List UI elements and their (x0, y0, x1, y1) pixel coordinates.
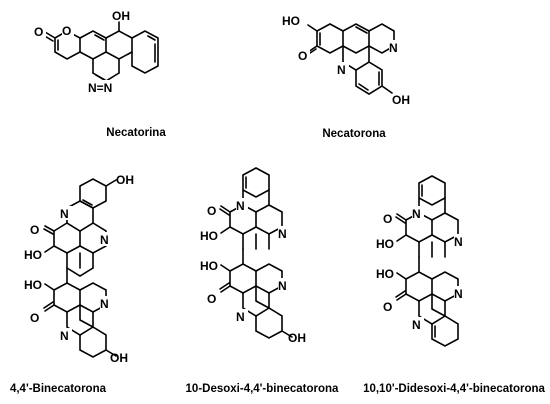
structure-desoxi (219, 167, 293, 339)
atom-n: N (100, 297, 109, 311)
atom-ho: HO (200, 229, 218, 243)
caption-desoxi: 10-Desoxi-4,4'-binecatorona (186, 383, 340, 395)
atom-ho: HO (24, 248, 42, 262)
atom-n: N (60, 329, 69, 343)
atom-n: N (60, 207, 69, 221)
caption-necatorona: Necatorona (322, 128, 386, 140)
atom-n: N (389, 41, 398, 55)
atom-labels-didesoxi: N O N HO HO N O N (376, 206, 466, 332)
atom-n: N (236, 310, 245, 324)
atom-n: N (337, 63, 346, 77)
atom-labels-necatorona: HO O N N OH (282, 14, 410, 107)
atom-o: O (383, 300, 392, 314)
atom-n: N (236, 199, 245, 213)
atom-ho: HO (376, 237, 394, 251)
atom-o: O (34, 25, 43, 39)
structure-didesoxi (395, 175, 459, 347)
atom-o: O (207, 204, 216, 218)
atom-o: O (30, 223, 39, 237)
atom-ho: HO (24, 278, 42, 292)
atom-labels-necatorina: O O OH N=N (34, 9, 130, 95)
caption-binecatorona: 4,4'-Binecatorona (10, 383, 107, 395)
atom-n: N (454, 235, 463, 249)
atom-nn: N=N (88, 81, 112, 95)
structure-binecatorona (43, 178, 117, 358)
atom-ho: HO (376, 267, 394, 281)
atom-o: O (30, 311, 39, 325)
atom-n: N (454, 287, 463, 301)
structure-necatorona (306, 23, 395, 95)
atom-n: N (412, 207, 421, 221)
atom-oh: OH (112, 9, 130, 23)
caption-didesoxi: 10,10'-Didesoxi-4,4'-binecatorona (363, 383, 545, 395)
atom-n: N (278, 279, 287, 293)
atom-oh: OH (116, 173, 134, 187)
atom-ho: HO (282, 14, 300, 28)
atom-labels-binecatorona: OH N O N HO HO N O N OH (24, 173, 134, 365)
structure-necatorina (42, 21, 159, 82)
atom-oh: OH (392, 93, 410, 107)
atom-ho: HO (200, 259, 218, 273)
caption-necatorina: Necatorina (106, 127, 166, 139)
atom-n: N (412, 318, 421, 332)
atom-labels-desoxi: N O N HO HO N O N OH (200, 198, 306, 345)
atom-o: O (62, 24, 71, 38)
atom-oh: OH (110, 351, 128, 365)
atom-n: N (278, 227, 287, 241)
atom-o: O (383, 212, 392, 226)
atom-o: O (298, 49, 307, 63)
atom-n: N (100, 233, 109, 247)
atom-o: O (207, 292, 216, 306)
atom-oh: OH (288, 331, 306, 345)
